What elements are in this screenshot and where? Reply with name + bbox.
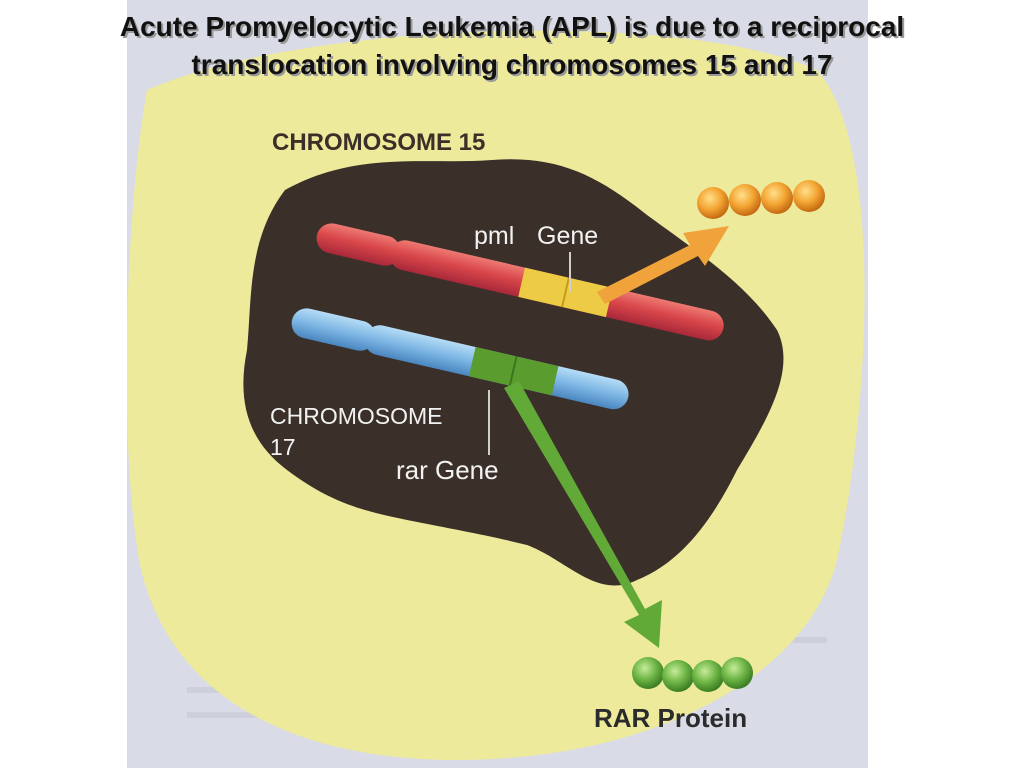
title-line-1: Acute Promyelocytic Leukemia (APL) is du… — [119, 11, 905, 42]
chromosome-17 — [291, 308, 629, 410]
chromosome-17-label-line1: CHROMOSOME — [270, 403, 443, 429]
rar-gene-divider — [508, 356, 518, 386]
rar-protein-bead — [721, 657, 753, 689]
pml-gene-label-part1: pml — [474, 222, 514, 250]
rar-expression-arrow — [504, 381, 662, 648]
apl-translocation-figure: CHROMOSOME 15 pml Gene CHROMOSOME 17 rar… — [127, 0, 868, 768]
chromosome-17-p-arm — [291, 308, 376, 351]
chromosome-15-label: CHROMOSOME 15 — [272, 129, 485, 156]
pml-protein-bead — [793, 180, 825, 212]
pml-protein-bead — [761, 182, 793, 214]
rar-protein-label: RAR Protein — [594, 703, 747, 733]
pml-expression-arrow — [597, 226, 729, 304]
pml-gene-divider — [561, 277, 570, 308]
slide-title: Acute Promyelocytic Leukemia (APL) is du… — [0, 8, 1024, 84]
chromosome-17-label-line2: 17 — [270, 434, 296, 460]
pml-protein-bead — [729, 184, 761, 216]
chromosome-15 — [316, 223, 724, 341]
rar-protein-bead — [662, 660, 694, 692]
pml-gene-label-part2: Gene — [537, 222, 598, 250]
pml-protein — [697, 180, 825, 219]
rar-gene-label: rar Gene — [396, 455, 499, 485]
chromosome-15-p-arm — [316, 223, 401, 266]
pml-protein-bead — [697, 187, 729, 219]
title-line-2: translocation involving chromosomes 15 a… — [191, 49, 833, 80]
rar-protein-bead — [632, 657, 664, 689]
rar-protein-bead — [692, 660, 724, 692]
rar-protein — [632, 657, 753, 692]
